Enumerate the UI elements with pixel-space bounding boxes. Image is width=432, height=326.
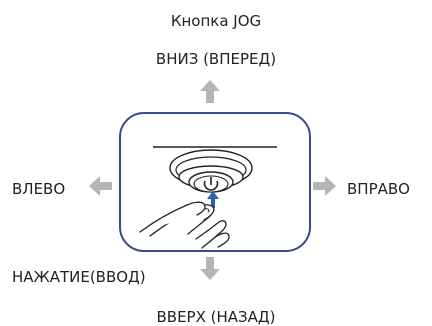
arrow-left-icon <box>89 176 112 196</box>
label-up-back: ВВЕРХ (НАЗАД) <box>156 308 276 326</box>
hand-icon <box>139 201 230 249</box>
label-press-enter: НАЖАТИЕ(ВВОД) <box>12 268 146 286</box>
arrow-down-icon <box>200 257 220 280</box>
arrow-up-icon <box>200 80 220 103</box>
jog-button-title: Кнопка JOG <box>170 12 262 30</box>
power-icon <box>203 177 219 191</box>
press-arrow-icon <box>207 191 219 208</box>
label-right: ВПРАВО <box>347 180 410 198</box>
label-left: ВЛЕВО <box>12 180 66 198</box>
label-down-forward: ВНИЗ (ВПЕРЕД) <box>155 50 277 68</box>
jog-button <box>169 149 253 193</box>
arrow-right-icon <box>313 176 336 196</box>
